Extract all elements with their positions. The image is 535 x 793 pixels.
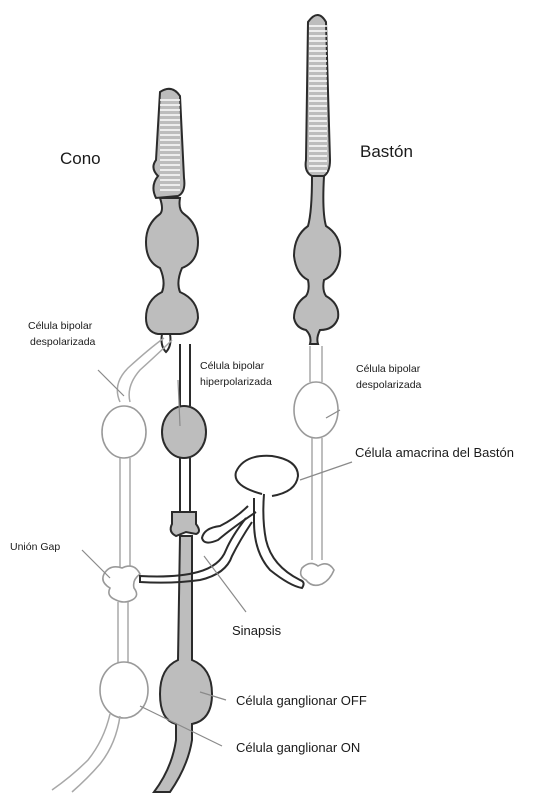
- on-ganglion-cell: [52, 602, 148, 792]
- on-ganglion-label: Célula ganglionar ON: [236, 740, 360, 755]
- off-ganglion-label: Célula ganglionar OFF: [236, 693, 367, 708]
- hyperpolarizing-bipolar-cell: [162, 344, 206, 536]
- left-depolarizing-bipolar-cell: [102, 338, 172, 570]
- rod-amacrine-cell: [140, 456, 304, 588]
- rod-amacrine-label: Célula amacrina del Bastón: [355, 445, 514, 460]
- gap-junction-complex: [103, 566, 140, 602]
- synapse-label: Sinapsis: [232, 623, 282, 638]
- hyperpol-bipolar-label-line2: hiperpolarizada: [200, 376, 272, 388]
- cone-label: Cono: [60, 149, 101, 168]
- rod-photoreceptor: [294, 15, 340, 344]
- left-depol-bipolar-label-line1: Célula bipolar: [28, 320, 93, 332]
- right-depol-bipolar-label-line2: despolarizada: [356, 379, 422, 391]
- rod-label: Bastón: [360, 142, 413, 161]
- hyperpol-bipolar-label-line1: Célula bipolar: [200, 360, 265, 372]
- right-depolarizing-bipolar-cell: [294, 346, 338, 585]
- cone-photoreceptor: [146, 89, 198, 352]
- left-depol-bipolar-label-line2: despolarizada: [30, 336, 96, 348]
- right-depol-bipolar-label-line1: Célula bipolar: [356, 363, 421, 375]
- gap-junction-label: Unión Gap: [10, 541, 60, 553]
